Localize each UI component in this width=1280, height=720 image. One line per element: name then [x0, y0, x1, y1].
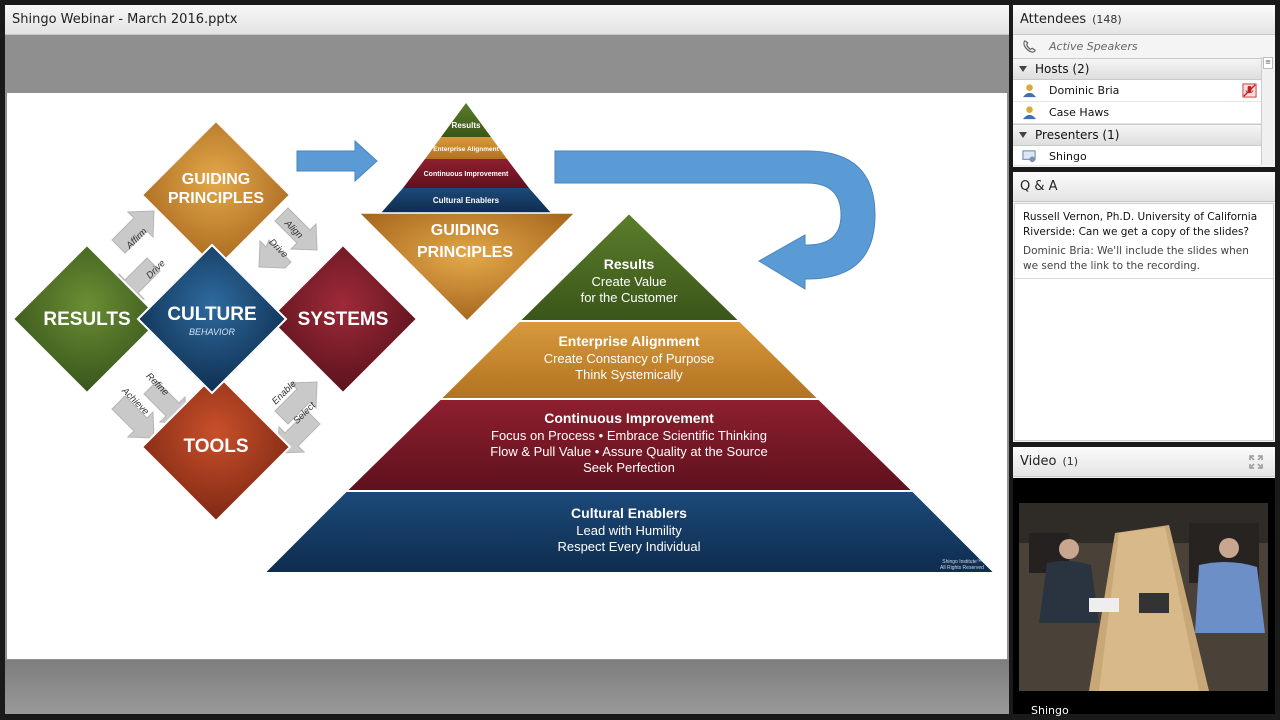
- attendee-row[interactable]: Shingo: [1013, 146, 1261, 166]
- webcam-image: [1019, 503, 1268, 691]
- hosts-group-header[interactable]: Hosts (2): [1013, 58, 1261, 80]
- qa-message-list[interactable]: Russell Vernon, Ph.D. University of Cali…: [1014, 203, 1274, 441]
- presenters-group-label: Presenters (1): [1035, 128, 1120, 142]
- alignment-line-2: Think Systemically: [575, 367, 683, 382]
- presenters-group-header[interactable]: Presenters (1): [1013, 124, 1261, 146]
- share-pod: Shingo Webinar - March 2016.pptx: [5, 5, 1009, 714]
- small-pyramid-improvement: Continuous Improvement: [424, 171, 509, 178]
- host-user-icon: [1022, 106, 1037, 120]
- presenter-icon: [1022, 150, 1036, 163]
- slide-graphic: Affirm Drive Align Drive Refine Achieve …: [11, 103, 998, 574]
- enablers-title: Cultural Enablers: [571, 505, 687, 521]
- webcam-name-label: Shingo: [1031, 704, 1069, 717]
- hosts-group-label: Hosts (2): [1035, 62, 1090, 76]
- big-pyramid: Results Create Value for the Customer En…: [261, 211, 998, 574]
- small-pyramid-results: Results: [452, 121, 481, 130]
- alignment-title: Enterprise Alignment: [558, 333, 699, 349]
- results-diamond: [11, 243, 163, 395]
- small-pyramid-guiding-1: GUIDING: [431, 222, 499, 239]
- improvement-line-3: Seek Perfection: [583, 460, 675, 475]
- webcam-feed[interactable]: [1019, 503, 1268, 691]
- attendee-row[interactable]: Case Haws: [1013, 102, 1261, 124]
- qa-question: Russell Vernon, Ph.D. University of Cali…: [1023, 211, 1258, 238]
- qa-pod: Q & A Russell Vernon, Ph.D. University o…: [1013, 172, 1275, 442]
- video-count: (1): [1062, 455, 1079, 468]
- attendees-scrollbar[interactable]: ≡: [1261, 57, 1274, 165]
- curved-return-arrow: [554, 150, 876, 290]
- attendee-name: Dominic Bria: [1049, 84, 1120, 97]
- qa-answer: Dominic Bria: We'll include the slides w…: [1023, 245, 1249, 272]
- improvement-line-1: Focus on Process • Embrace Scientific Th…: [491, 428, 767, 443]
- attendee-name: Shingo: [1049, 150, 1087, 163]
- enablers-line-1: Lead with Humility: [576, 523, 682, 538]
- expand-icon[interactable]: [1249, 455, 1263, 469]
- video-titlebar: Video(1): [1013, 447, 1275, 477]
- attendees-title: Attendees(148): [1020, 12, 1122, 27]
- microphone-icon: [1242, 83, 1257, 98]
- video-title: Video(1): [1020, 454, 1079, 469]
- qa-title: Q & A: [1020, 179, 1058, 194]
- active-speakers-row: Active Speakers: [1013, 36, 1275, 58]
- small-pyramid-alignment: Enterprise Alignment: [433, 146, 499, 153]
- phone-icon: [1023, 40, 1036, 53]
- host-user-icon: [1022, 84, 1037, 98]
- share-pod-titlebar: Shingo Webinar - March 2016.pptx: [5, 5, 1009, 35]
- attendees-titlebar: Attendees(148): [1013, 5, 1275, 35]
- attendees-count: (148): [1092, 13, 1122, 26]
- right-arrow: [296, 139, 378, 183]
- enablers-line-2: Respect Every Individual: [557, 539, 700, 554]
- results-label: RESULTS: [43, 309, 130, 330]
- improvement-title: Continuous Improvement: [544, 410, 714, 426]
- results-line-2: for the Customer: [581, 290, 678, 305]
- systems-label: SYSTEMS: [298, 309, 389, 330]
- culture-sublabel: BEHAVIOR: [189, 327, 236, 337]
- share-pod-title: Shingo Webinar - March 2016.pptx: [12, 12, 238, 27]
- guiding-line-1: GUIDING: [182, 171, 250, 188]
- attendee-name: Case Haws: [1049, 106, 1110, 119]
- improvement-line-2: Flow & Pull Value • Assure Quality at th…: [490, 444, 767, 459]
- attendees-pod: Attendees(148) Active Speakers Hosts (2)…: [1013, 5, 1275, 167]
- alignment-line-1: Create Constancy of Purpose: [544, 351, 715, 366]
- tools-label: TOOLS: [183, 436, 248, 457]
- video-pod: Video(1) Shingo: [1013, 447, 1275, 717]
- small-pyramid-enablers: Cultural Enablers: [433, 196, 500, 205]
- collapse-triangle-icon[interactable]: [1019, 132, 1027, 138]
- small-pyramid: Results Enterprise Alignment Continuous …: [357, 103, 577, 323]
- active-speakers-label: Active Speakers: [1049, 40, 1138, 53]
- culture-label: CULTURE: [167, 304, 256, 325]
- results-title: Results: [604, 256, 655, 272]
- presentation-slide: Affirm Drive Align Drive Refine Achieve …: [7, 93, 1007, 659]
- qa-titlebar: Q & A: [1013, 172, 1275, 202]
- culture-diamond: [136, 243, 288, 395]
- copyright-line-2: All Rights Reserved: [940, 565, 984, 571]
- copyright-line-1: Shingo Institute™: [942, 559, 981, 565]
- shingo-diamond-model: Affirm Drive Align Drive Refine Achieve …: [11, 119, 419, 523]
- video-area: Shingo: [1013, 478, 1275, 717]
- share-pod-footer: [5, 660, 1009, 714]
- qa-divider: [1015, 278, 1273, 279]
- tools-diamond: [140, 371, 292, 523]
- small-pyramid-guiding-2: PRINCIPLES: [417, 244, 513, 261]
- results-line-1: Create Value: [592, 274, 667, 289]
- guiding-line-2: PRINCIPLES: [168, 190, 264, 207]
- systems-diamond: [267, 243, 419, 395]
- attendee-row[interactable]: Dominic Bria: [1013, 80, 1261, 102]
- scrollbar-menu-icon[interactable]: ≡: [1263, 57, 1273, 69]
- collapse-triangle-icon[interactable]: [1019, 66, 1027, 72]
